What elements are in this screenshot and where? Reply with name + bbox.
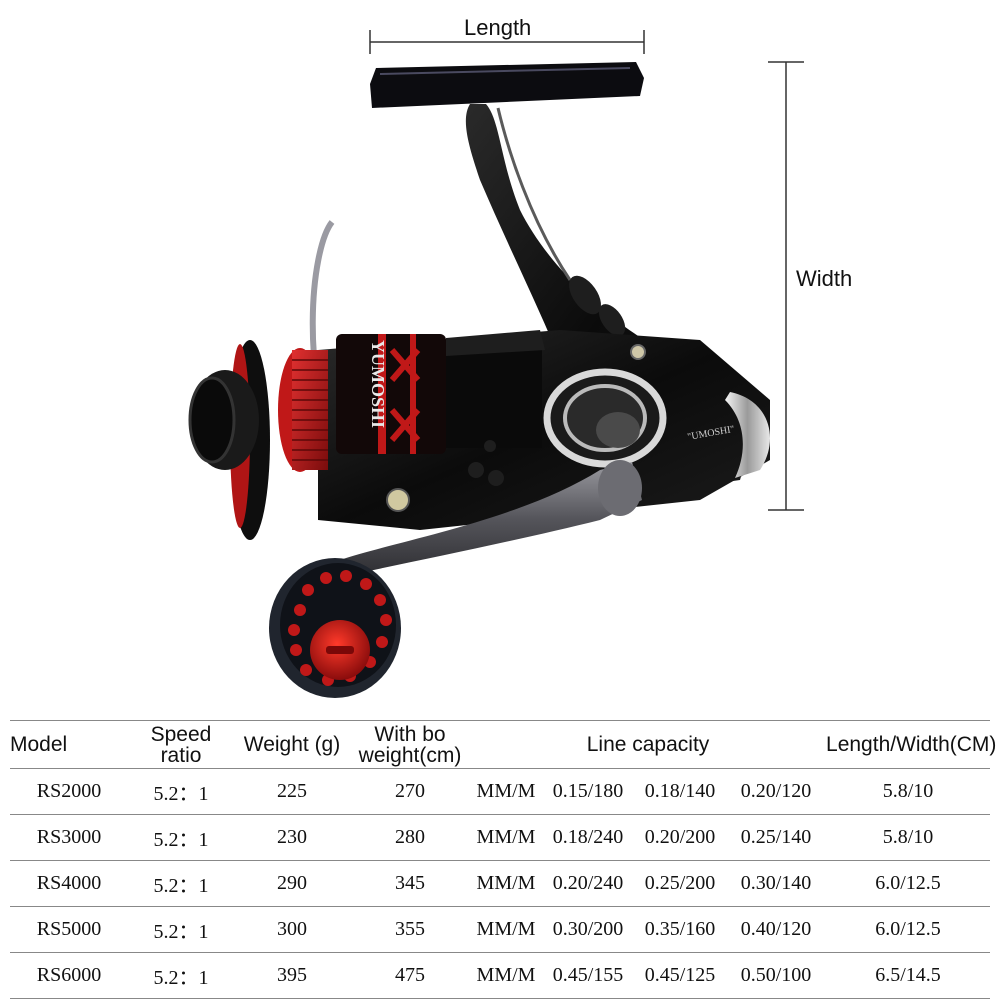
cell-capacity-3: 0.50/100 bbox=[726, 952, 827, 999]
cell-speed-ratio: 5.2：1 bbox=[128, 906, 234, 953]
cell-capacity-2: 0.35/160 bbox=[634, 906, 726, 953]
header-weight: Weight (g) bbox=[234, 720, 350, 769]
cell-capacity-1: 0.30/200 bbox=[542, 906, 634, 953]
cell-capacity-unit: MM/M bbox=[470, 906, 542, 953]
cell-speed-ratio: 5.2：1 bbox=[128, 814, 234, 861]
cell-capacity-unit: MM/M bbox=[470, 768, 542, 815]
rear-chrome-cap bbox=[725, 392, 770, 478]
cell-with-bo-weight: 355 bbox=[350, 906, 470, 953]
cell-speed-ratio: 5.2：1 bbox=[128, 952, 234, 999]
header-with-bo-weight: With bo weight(cm) bbox=[350, 720, 470, 769]
cell-capacity-2: 0.20/200 bbox=[634, 814, 726, 861]
spool: YUMOSHI bbox=[336, 330, 545, 454]
cell-capacity-unit: MM/M bbox=[470, 952, 542, 999]
table-row: RS5000 5.2：1 300 355 MM/M 0.30/200 0.35/… bbox=[10, 906, 991, 953]
header-length-width: Length/Width(CM) bbox=[826, 720, 996, 769]
cell-model: RS2000 bbox=[10, 768, 128, 815]
cell-weight: 290 bbox=[234, 860, 350, 907]
stem-screw bbox=[630, 344, 646, 360]
width-dimension-line bbox=[768, 61, 804, 511]
table-row: RS6000 5.2：1 395 475 MM/M 0.45/155 0.45/… bbox=[10, 952, 991, 999]
cell-length-width: 5.8/10 bbox=[826, 768, 991, 815]
header-model: Model bbox=[10, 720, 128, 769]
cell-weight: 225 bbox=[234, 768, 350, 815]
length-dimension-line bbox=[369, 30, 645, 54]
cell-model: RS3000 bbox=[10, 814, 128, 861]
table-row: RS3000 5.2：1 230 280 MM/M 0.18/240 0.20/… bbox=[10, 814, 991, 861]
cell-capacity-3: 0.20/120 bbox=[726, 768, 827, 815]
length-label: Length bbox=[464, 15, 532, 40]
cell-with-bo-weight: 345 bbox=[350, 860, 470, 907]
header-speed-ratio: Speed ratio bbox=[128, 720, 234, 769]
table-row: RS4000 5.2：1 290 345 MM/M 0.20/240 0.25/… bbox=[10, 860, 991, 907]
cell-with-bo-weight: 280 bbox=[350, 814, 470, 861]
cell-capacity-3: 0.25/140 bbox=[726, 814, 827, 861]
drag-knob bbox=[188, 340, 328, 540]
cell-model: RS4000 bbox=[10, 860, 128, 907]
spec-table: Model Speed ratio Weight (g) With bo wei… bbox=[10, 720, 996, 999]
cell-length-width: 5.8/10 bbox=[826, 814, 991, 861]
cell-capacity-unit: MM/M bbox=[470, 860, 542, 907]
spool-brand-text: YUMOSHI bbox=[368, 340, 388, 428]
table-header-row: Model Speed ratio Weight (g) With bo wei… bbox=[10, 720, 996, 769]
cell-weight: 395 bbox=[234, 952, 350, 999]
cell-speed-ratio: 5.2：1 bbox=[128, 860, 234, 907]
cell-weight: 300 bbox=[234, 906, 350, 953]
width-label: Width bbox=[796, 266, 853, 291]
cell-weight: 230 bbox=[234, 814, 350, 861]
cell-capacity-1: 0.20/240 bbox=[542, 860, 634, 907]
rotor-cap bbox=[543, 368, 667, 468]
table-row: RS2000 5.2：1 225 270 MM/M 0.15/180 0.18/… bbox=[10, 768, 991, 815]
cell-capacity-2: 0.25/200 bbox=[634, 860, 726, 907]
cell-model: RS5000 bbox=[10, 906, 128, 953]
header-speed-line2: ratio bbox=[160, 743, 202, 767]
header-speed-line1: Speed bbox=[150, 722, 212, 746]
cell-capacity-unit: MM/M bbox=[470, 814, 542, 861]
cell-length-width: 6.0/12.5 bbox=[826, 906, 991, 953]
cell-capacity-3: 0.30/140 bbox=[726, 860, 827, 907]
cell-with-bo-weight: 475 bbox=[350, 952, 470, 999]
cell-capacity-1: 0.15/180 bbox=[542, 768, 634, 815]
cell-length-width: 6.5/14.5 bbox=[826, 952, 991, 999]
cell-capacity-3: 0.40/120 bbox=[726, 906, 827, 953]
header-withbo-line1: With bo bbox=[374, 722, 446, 746]
handle-knob bbox=[269, 558, 401, 698]
cell-with-bo-weight: 270 bbox=[350, 768, 470, 815]
handle-arm bbox=[340, 462, 642, 575]
cell-capacity-2: 0.18/140 bbox=[634, 768, 726, 815]
cell-capacity-1: 0.45/155 bbox=[542, 952, 634, 999]
body-screw bbox=[386, 488, 410, 512]
reel-product-image: "UMOSHI" YUMOSHI bbox=[188, 30, 804, 698]
header-withbo-line2: weight(cm) bbox=[358, 743, 462, 767]
cell-length-width: 6.0/12.5 bbox=[826, 860, 991, 907]
header-line-capacity: Line capacity bbox=[470, 720, 827, 769]
cell-capacity-1: 0.18/240 bbox=[542, 814, 634, 861]
cell-capacity-2: 0.45/125 bbox=[634, 952, 726, 999]
cell-model: RS6000 bbox=[10, 952, 128, 999]
cell-speed-ratio: 5.2：1 bbox=[128, 768, 234, 815]
